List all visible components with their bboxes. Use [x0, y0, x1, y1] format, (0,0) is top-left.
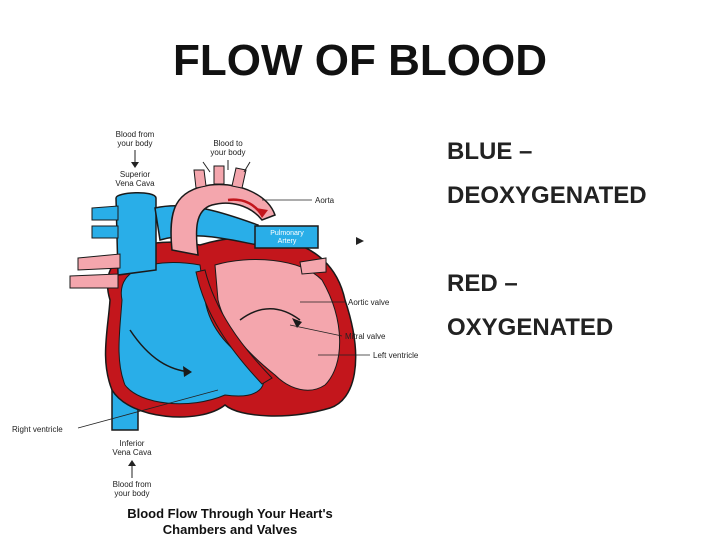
aorta-branch-3	[231, 167, 247, 189]
label-blood-to-body: Blood to	[213, 139, 243, 148]
aorta-branch-1	[193, 169, 207, 189]
label-blood-from-body-bottom: Blood from	[113, 480, 152, 489]
pulmonary-vein-left-1	[77, 253, 121, 271]
label-blood-from-body-top-2: your body	[117, 139, 152, 148]
pulmonary-vein-right-1	[299, 257, 327, 275]
slide-title: FLOW OF BLOOD	[173, 36, 547, 85]
label-blood-to-body-2: your body	[210, 148, 245, 157]
legend-red-heading: RED –	[447, 270, 518, 297]
arrow-blood-to-body-3	[243, 161, 251, 173]
flow-arrow-left-ventricle	[239, 308, 301, 321]
pulmonary-side-arrowhead	[356, 237, 364, 245]
superior-vena-cava	[115, 192, 157, 276]
diagram-caption: Blood Flow Through Your Heart's Chambers…	[30, 506, 430, 538]
septum	[195, 269, 273, 385]
label-pulmonary-artery-2: Artery	[278, 238, 297, 245]
caption-line-2: Chambers and Valves	[162, 522, 298, 537]
arrow-blood-to-body-1	[202, 161, 211, 173]
label-superior-vena-cava-2: Vena Cava	[115, 179, 155, 188]
leader-right-ventricle	[77, 389, 219, 429]
label-aortic-valve: Aortic valve	[348, 298, 390, 307]
label-blood-from-body-bottom-2: your body	[114, 489, 149, 498]
pulmonary-vein-left-2	[69, 273, 119, 289]
right-atrium-ventricle	[118, 262, 265, 405]
pulmonary-vessel-left-1	[91, 205, 119, 221]
arrowhead-blood-from-body-bottom	[128, 460, 136, 466]
label-inferior-vena-cava-2: Vena Cava	[112, 448, 152, 457]
pulmonary-artery-branch	[254, 225, 319, 249]
label-pulmonary-artery: Pulmonary	[270, 230, 304, 237]
caption-line-1: Blood Flow Through Your Heart's	[127, 506, 333, 521]
label-superior-vena-cava: Superior	[120, 170, 151, 179]
label-blood-from-body-top: Blood from	[116, 130, 155, 139]
flow-arrowhead-right-ventricle	[183, 366, 192, 377]
pulmonary-artery-trunk	[154, 204, 259, 246]
aorta-branch-2	[213, 165, 225, 185]
pulmonary-vessel-left-2	[91, 225, 119, 239]
legend-blue-heading: BLUE –	[447, 138, 533, 165]
arrowhead-blood-from-body-top	[131, 162, 139, 168]
flow-arrowhead-left-ventricle	[292, 318, 302, 328]
label-mitral-valve: Mitral valve	[345, 332, 386, 341]
leader-mitral-valve	[289, 324, 343, 337]
label-aorta: Aorta	[315, 196, 335, 205]
flow-arrowhead-aorta	[256, 208, 268, 218]
label-inferior-vena-cava: Inferior	[120, 439, 145, 448]
label-right-ventricle: Right ventricle	[12, 425, 63, 434]
label-left-ventricle: Left ventricle	[373, 351, 419, 360]
legend-red-meaning: OXYGENATED	[447, 314, 614, 341]
color-legend: BLUE – DEOXYGENATED RED – OXYGENATED	[447, 130, 647, 350]
legend-blue-meaning: DEOXYGENATED	[447, 182, 647, 209]
